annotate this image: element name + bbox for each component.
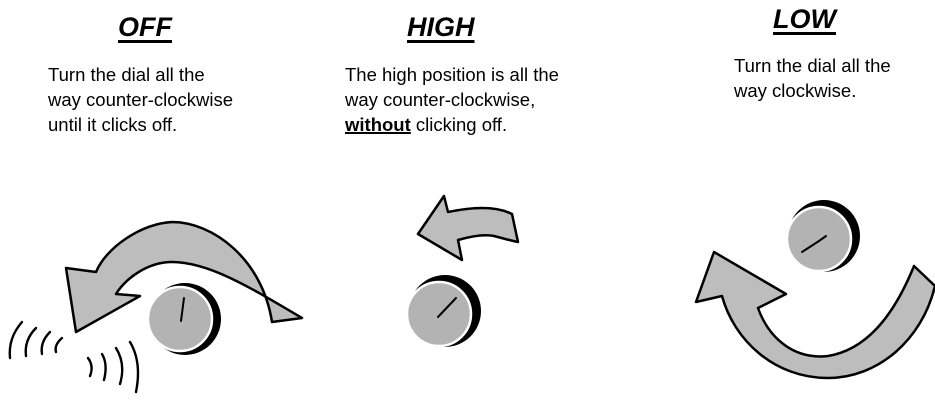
off-dial-icon	[148, 283, 221, 355]
low-dial-icon	[787, 200, 860, 272]
high-counterclockwise-arrow-icon	[418, 196, 518, 260]
high-dial-icon	[407, 275, 481, 347]
off-click-sound-icon	[10, 322, 138, 392]
